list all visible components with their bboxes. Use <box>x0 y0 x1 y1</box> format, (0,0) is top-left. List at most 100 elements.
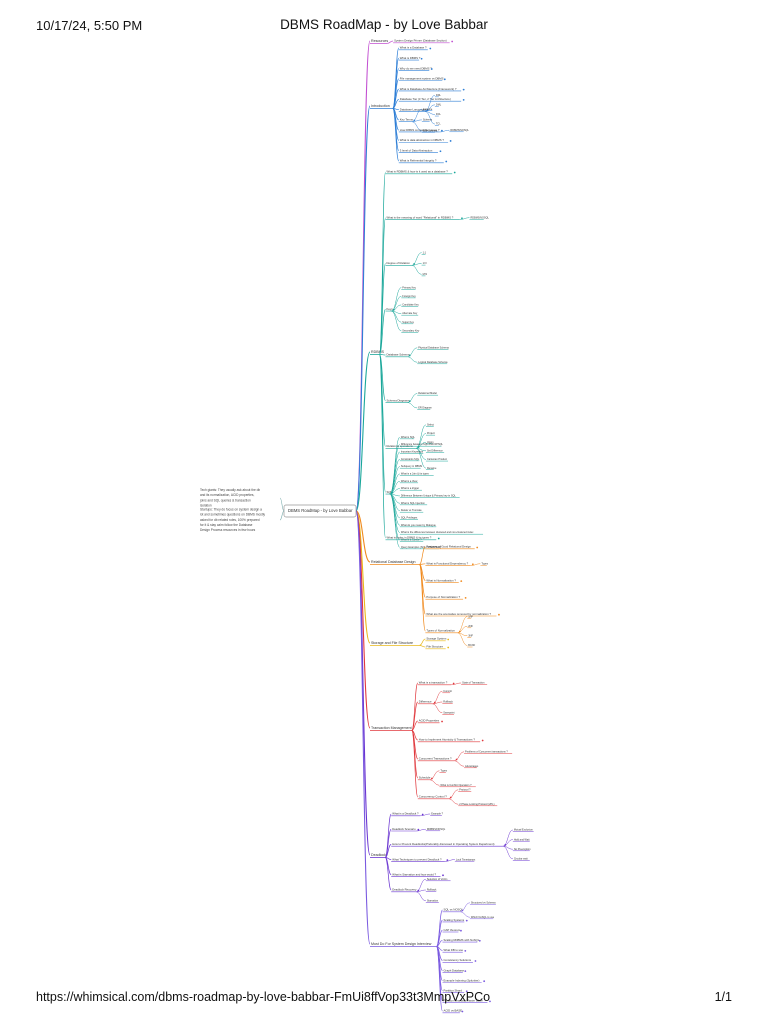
map-subnode-label[interactable]: RDBMS/NOSQL <box>470 216 489 219</box>
map-subnode-label[interactable]: Problems of Concurrent transactions ? <box>465 750 508 753</box>
map-subnode[interactable]: No Preemption <box>502 845 531 852</box>
branch-label[interactable]: RDBMS <box>371 350 385 354</box>
map-subnode[interactable]: Example ? <box>420 813 444 817</box>
map-subnode-label[interactable]: What is Conflict Operation ? <box>440 784 472 787</box>
map-subnode[interactable]: Primary Key <box>391 286 417 312</box>
map-subnode-label[interactable]: No Preemption <box>514 848 531 851</box>
map-node-label[interactable]: System Design Primer (Database Section) <box>394 39 447 43</box>
map-subnode-label[interactable]: TCL <box>436 123 441 126</box>
map-subnode-label[interactable]: Example ? <box>431 813 443 816</box>
map-subnode[interactable]: Types <box>429 769 448 781</box>
map-subnode-label[interactable]: Delete vs Truncate <box>401 509 422 512</box>
map-subnode[interactable]: What is a Join & its types <box>389 473 434 495</box>
map-node[interactable]: What is Functional Dependency ? <box>419 562 474 566</box>
map-subnode-label[interactable]: What is SQL Injection <box>401 502 426 505</box>
map-node-label[interactable]: What is the meaning of word "Relational"… <box>387 215 454 219</box>
map-subnode-label[interactable]: What is the difference between clustered… <box>401 531 474 534</box>
map-node-label[interactable]: What is data abstraction in DBMS ? <box>400 138 445 142</box>
branch-label[interactable]: Transaction Management <box>371 726 412 730</box>
map-subnode[interactable]: Selection of Victim <box>415 878 451 893</box>
map-node[interactable]: How to Implement Atomicity & Transaction… <box>411 730 484 743</box>
map-node[interactable]: System Design Primer (Database Section) <box>387 39 454 44</box>
map-node-label[interactable]: What is a Deadlock ? <box>392 812 419 816</box>
branch-label[interactable]: Introduction <box>371 104 390 108</box>
map-subnode[interactable]: Problems of Concurrent transactions ? <box>454 750 513 762</box>
map-subnode-label[interactable]: M:N <box>423 273 428 276</box>
map-node[interactable]: Schema Diagrams <box>379 354 411 403</box>
map-node-label[interactable]: What DB to use <box>444 948 464 952</box>
map-node[interactable]: Features of Good Relational Design <box>419 545 479 565</box>
map-node[interactable]: What are the anomalies removed by normal… <box>419 564 500 617</box>
map-subnode[interactable]: Secondary Key <box>391 310 420 333</box>
map-subnode[interactable]: Physical Database Schema <box>407 346 449 358</box>
map-subnode[interactable]: Difference Between Unique & Primary key … <box>389 493 460 498</box>
map-node-label[interactable]: Example Indexing (Splunker) <box>444 978 480 982</box>
map-subnode-label[interactable]: Rename <box>427 467 437 470</box>
map-subnode-label[interactable]: RDBMS/NOSQL <box>450 129 469 132</box>
map-subnode-label[interactable]: Protocol ? <box>459 788 471 791</box>
map-subnode[interactable]: 3NF <box>457 632 473 638</box>
map-subnode[interactable]: DDL <box>424 94 442 112</box>
map-node-label[interactable]: SQL vs NOSQL <box>444 908 464 912</box>
map-subnode-label[interactable]: What is a Join & its types <box>401 473 430 476</box>
map-node-label[interactable]: Concurrency Control ? <box>419 795 447 799</box>
map-node-label[interactable]: SQL <box>387 490 393 494</box>
map-subnode-label[interactable]: 1:1 <box>423 251 427 254</box>
map-subnode[interactable]: Hold and Wait <box>502 838 530 847</box>
map-subnode[interactable]: 1:N <box>411 262 427 266</box>
map-node[interactable]: What is a Deadlock ? <box>384 812 424 858</box>
map-subnode-label[interactable]: Secondary Key <box>402 330 420 333</box>
map-subnode[interactable]: State of Transaction <box>451 682 488 686</box>
branch-label[interactable]: Relational Database Design <box>371 560 416 564</box>
map-subnode-label[interactable]: Project <box>427 432 435 435</box>
map-subnode-label[interactable]: Structured vs Schema <box>471 901 496 904</box>
map-subnode[interactable]: Savepoint <box>432 703 455 715</box>
branch-normalization[interactable]: Relational Database Design <box>355 510 420 565</box>
map-subnode-label[interactable]: Advantages <box>465 765 479 768</box>
map-subnode-label[interactable]: Foreign Key <box>402 295 416 298</box>
map-subnode[interactable]: DML <box>424 103 442 112</box>
map-node[interactable]: How to Prevent Deadlocks(Preferably disc… <box>385 842 507 858</box>
map-node-label[interactable]: Database Tier (3 Tier, 2 Tier Architectu… <box>400 97 451 101</box>
map-node-label[interactable]: Purpose of Normalization ? <box>426 595 460 599</box>
map-node-label[interactable]: What is Index in DBMS & its types ? <box>387 536 432 540</box>
map-subnode[interactable]: Rollback <box>415 889 437 893</box>
map-node-label[interactable]: Schedule <box>419 776 431 780</box>
map-subnode-label[interactable]: Types <box>481 562 488 565</box>
map-node-label[interactable]: 3 level of Data Abstraction <box>400 148 433 152</box>
map-subnode-label[interactable]: 3NF <box>468 634 473 637</box>
map-subnode[interactable]: RDBMS/NOSQL <box>459 216 490 220</box>
map-subnode-label[interactable]: Savepoint <box>443 711 454 714</box>
map-subnode[interactable]: Instance <box>411 108 433 122</box>
map-subnode-label[interactable]: Sub-Schema <box>423 129 438 132</box>
map-subnode-label[interactable]: Circular wait <box>514 857 528 860</box>
map-subnode-label[interactable]: What is a trigger <box>401 487 419 490</box>
map-subnode-label[interactable]: 2 Phase Locking Protocol (2PL) <box>459 803 494 806</box>
branch-label[interactable]: Must Do For System Design Interview <box>371 942 432 946</box>
map-subnode-label[interactable]: Instance <box>423 108 433 111</box>
map-subnode-label[interactable]: Lock Timestamps <box>456 858 476 861</box>
map-subnode[interactable]: 2NF <box>457 625 473 634</box>
map-node-label[interactable]: Keys <box>387 307 394 311</box>
map-node[interactable]: What is the meaning of word "Relational"… <box>379 215 463 355</box>
map-node-label[interactable]: How to Prevent Deadlocks(Preferably disc… <box>392 842 494 846</box>
map-subnode-label[interactable]: Difference Between Unique & Primary key … <box>401 495 457 498</box>
map-subnode[interactable]: Sub-Schema <box>411 121 438 133</box>
map-subnode-label[interactable]: Rollback <box>443 701 453 704</box>
map-node[interactable]: ACID Properties <box>411 719 443 731</box>
map-subnode-label[interactable]: Alternate Key <box>402 312 418 315</box>
map-node-label[interactable]: Scaling Systems <box>444 918 465 922</box>
map-node-label[interactable]: Storage System <box>426 637 447 641</box>
map-subnode[interactable]: Candidate Key <box>391 304 419 312</box>
map-subnode-label[interactable]: Relational Model <box>418 392 437 395</box>
map-node-label[interactable]: Key Terms <box>400 118 414 122</box>
map-subnode-label[interactable]: Logical Database Schema <box>418 361 448 364</box>
map-node-label[interactable]: Scaling RDBMS with NoSQL <box>444 938 480 942</box>
map-node-label[interactable]: What is Starvation and how avoid ? <box>392 873 436 877</box>
map-subnode-label[interactable]: Physical Database Schema <box>418 346 449 349</box>
map-subnode-label[interactable]: Candidate Key <box>402 304 419 307</box>
map-subnode[interactable]: Circular wait <box>502 845 530 861</box>
map-subnode[interactable]: Foreign Key <box>391 295 417 312</box>
map-node-label[interactable]: How to Implement Atomicity & Transaction… <box>419 738 476 742</box>
map-subnode[interactable]: What is the difference between clustered… <box>389 493 484 535</box>
